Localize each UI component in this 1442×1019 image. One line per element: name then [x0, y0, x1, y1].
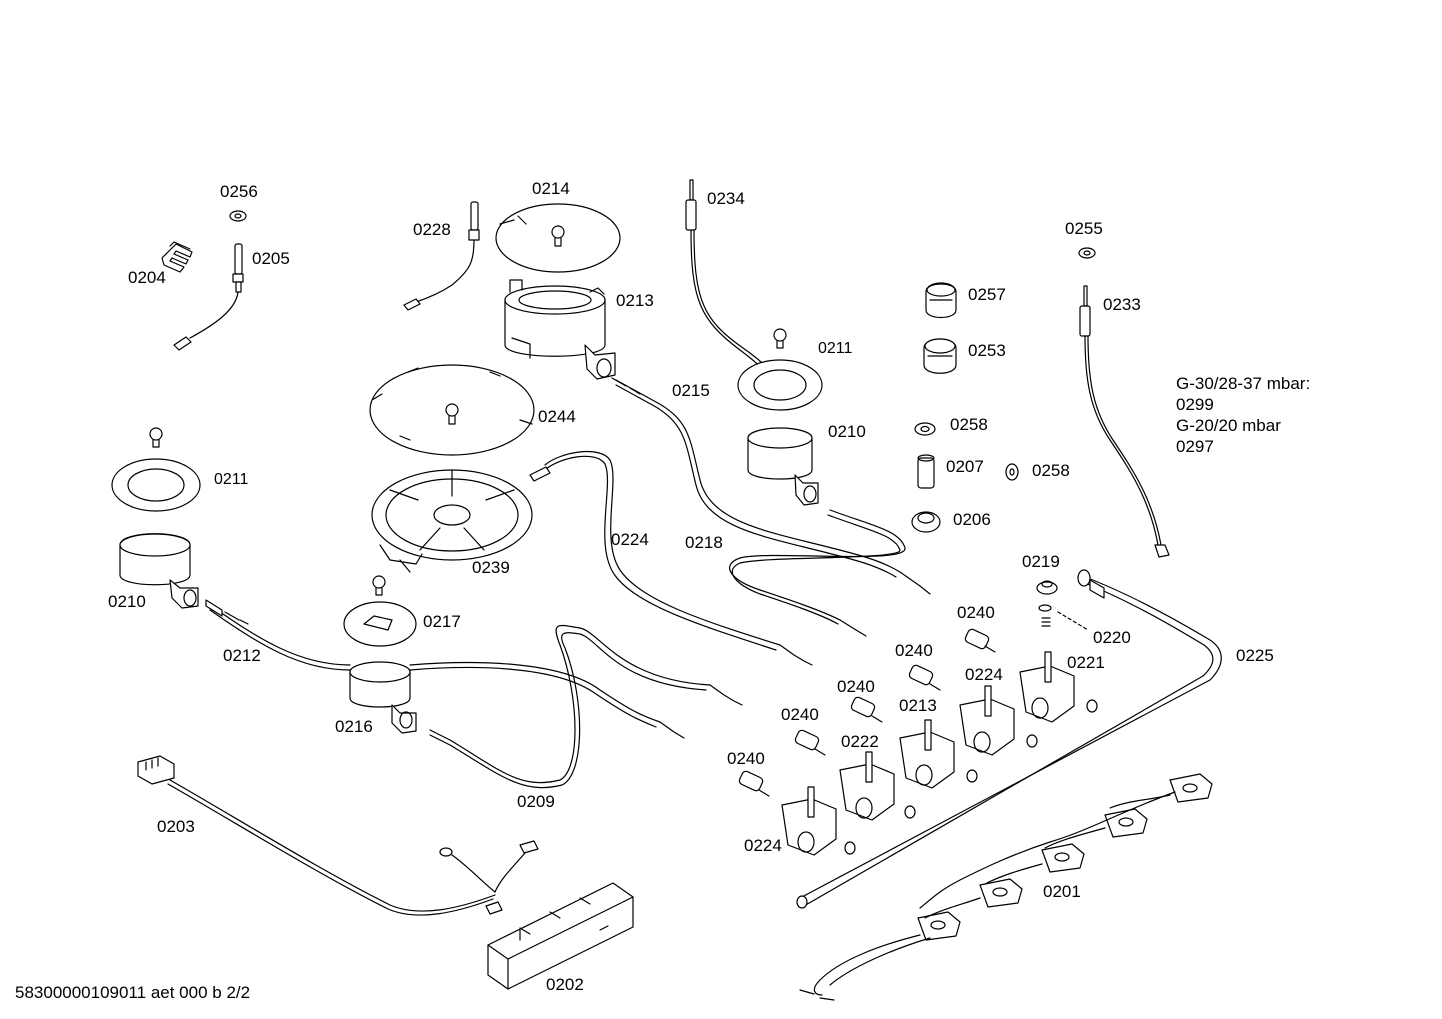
- gasket-part-0217: [343, 601, 417, 647]
- label-0225: 0225: [1236, 646, 1274, 665]
- label-0207: 0207: [946, 457, 984, 476]
- gasket-part-0211-upper: [737, 359, 823, 411]
- label-0222: 0222: [841, 732, 879, 751]
- gas-type-note: G-30/28-37 mbar: 0299 G-20/20 mbar 0297: [1176, 373, 1310, 457]
- spring-part-0220: [1038, 604, 1089, 631]
- label-0224-right: 0224: [965, 665, 1003, 684]
- burner-base-0210-left: [119, 533, 199, 609]
- label-0216: 0216: [335, 717, 373, 736]
- label-0201: 0201: [1043, 882, 1081, 901]
- screw-center-left: [372, 575, 386, 596]
- label-0210-left: 0210: [108, 592, 146, 611]
- burner-base-0210-upper: [747, 427, 819, 506]
- label-0213-tap: 0213: [899, 696, 937, 715]
- label-0212: 0212: [223, 646, 261, 665]
- connector-0203: [137, 755, 496, 916]
- gas-tube-0209: [409, 624, 743, 789]
- burner-base-0213-upper: [504, 279, 616, 380]
- label-0215: 0215: [672, 381, 710, 400]
- label-0211-upper: 0211: [818, 340, 853, 357]
- gas-note-line-4: 0297: [1176, 437, 1214, 456]
- label-0206: 0206: [953, 510, 991, 529]
- gasket-part-0214: [495, 203, 621, 273]
- gas-tap-0221: [1019, 651, 1098, 723]
- label-0205: 0205: [252, 249, 290, 268]
- nut-part-0206: [911, 511, 941, 533]
- gas-manifold-0225: [796, 569, 1222, 909]
- burner-base-0216: [349, 661, 417, 734]
- document-id-footer: 58300000109011 aet 000 b 2/2: [15, 983, 251, 1002]
- thermocouple-0234: [685, 179, 782, 386]
- label-0213-upper: 0213: [616, 291, 654, 310]
- washer-part-0255: [1078, 247, 1096, 259]
- gasket-part-0244: [369, 364, 535, 456]
- nut-part-0253: [923, 338, 957, 374]
- label-0204: 0204: [128, 268, 166, 287]
- thermocouple-0233: [1079, 285, 1170, 558]
- gas-tube-0224-center: [529, 451, 813, 666]
- injector-0240-c: [850, 696, 883, 723]
- label-0220: 0220: [1093, 628, 1131, 647]
- label-0228: 0228: [413, 220, 451, 239]
- gas-tap-0224-left: [781, 786, 856, 856]
- gas-note-line-2: 0299: [1176, 395, 1214, 414]
- jet-part-0207: [917, 454, 935, 489]
- ignition-electrode-0205: [173, 243, 244, 351]
- gas-tap-0222: [839, 751, 916, 821]
- label-0214: 0214: [532, 179, 570, 198]
- label-0224-left: 0224: [744, 836, 782, 855]
- label-0209: 0209: [517, 792, 555, 811]
- label-0253: 0253: [968, 341, 1006, 360]
- label-0255: 0255: [1065, 219, 1103, 238]
- label-0221: 0221: [1067, 653, 1105, 672]
- ignition-electrode-0228: [403, 201, 480, 311]
- label-0239: 0239: [472, 558, 510, 577]
- label-0240-b: 0240: [895, 641, 933, 660]
- ignition-switch-harness-0201: [799, 773, 1213, 1001]
- injector-0240-a: [964, 628, 996, 653]
- nut-part-0257: [925, 282, 957, 319]
- washer-part-0258-a: [914, 422, 936, 436]
- label-0240-d: 0240: [781, 705, 819, 724]
- label-0218: 0218: [685, 533, 723, 552]
- gas-tube-0215: [611, 377, 931, 595]
- label-0240-c: 0240: [837, 677, 875, 696]
- washer-part-0258-b: [1005, 463, 1019, 481]
- injector-0240-d: [794, 729, 826, 756]
- label-0224-center: 0224: [611, 530, 649, 549]
- gas-tube-0212: [205, 599, 351, 671]
- screw-left: [149, 427, 163, 448]
- washer-part-0256: [229, 210, 247, 222]
- label-0217: 0217: [423, 612, 461, 631]
- gas-note-line-3: G-20/20 mbar: [1176, 416, 1281, 435]
- spark-generator-0202: [487, 882, 634, 990]
- gas-note-line-1: G-30/28-37 mbar:: [1176, 374, 1311, 393]
- label-0244: 0244: [538, 407, 576, 426]
- wire-terminals: [439, 840, 539, 915]
- gas-tap-0213: [899, 719, 978, 789]
- burner-part-0239: [371, 469, 533, 573]
- clip-part-0204: [161, 241, 193, 273]
- label-0234: 0234: [707, 189, 745, 208]
- label-0258-b: 0258: [1032, 461, 1070, 480]
- label-0233: 0233: [1103, 295, 1141, 314]
- injector-0240-e: [738, 770, 770, 797]
- screw-upper-right: [773, 328, 787, 349]
- cap-part-0219: [1036, 580, 1058, 595]
- gas-tube-0218: [729, 509, 906, 637]
- injector-0240-b: [908, 664, 941, 691]
- label-0203: 0203: [157, 817, 195, 836]
- label-0219: 0219: [1022, 552, 1060, 571]
- label-0257: 0257: [968, 285, 1006, 304]
- gasket-part-0211-left: [111, 458, 201, 512]
- label-0202: 0202: [546, 975, 584, 994]
- label-0210-upper: 0210: [828, 422, 866, 441]
- label-0258-a: 0258: [950, 415, 988, 434]
- label-0240-e: 0240: [727, 749, 765, 768]
- label-0240-a: 0240: [957, 603, 995, 622]
- label-0256: 0256: [220, 182, 258, 201]
- label-0211-left: 0211: [214, 471, 249, 488]
- gas-tap-0224-right: [959, 685, 1038, 756]
